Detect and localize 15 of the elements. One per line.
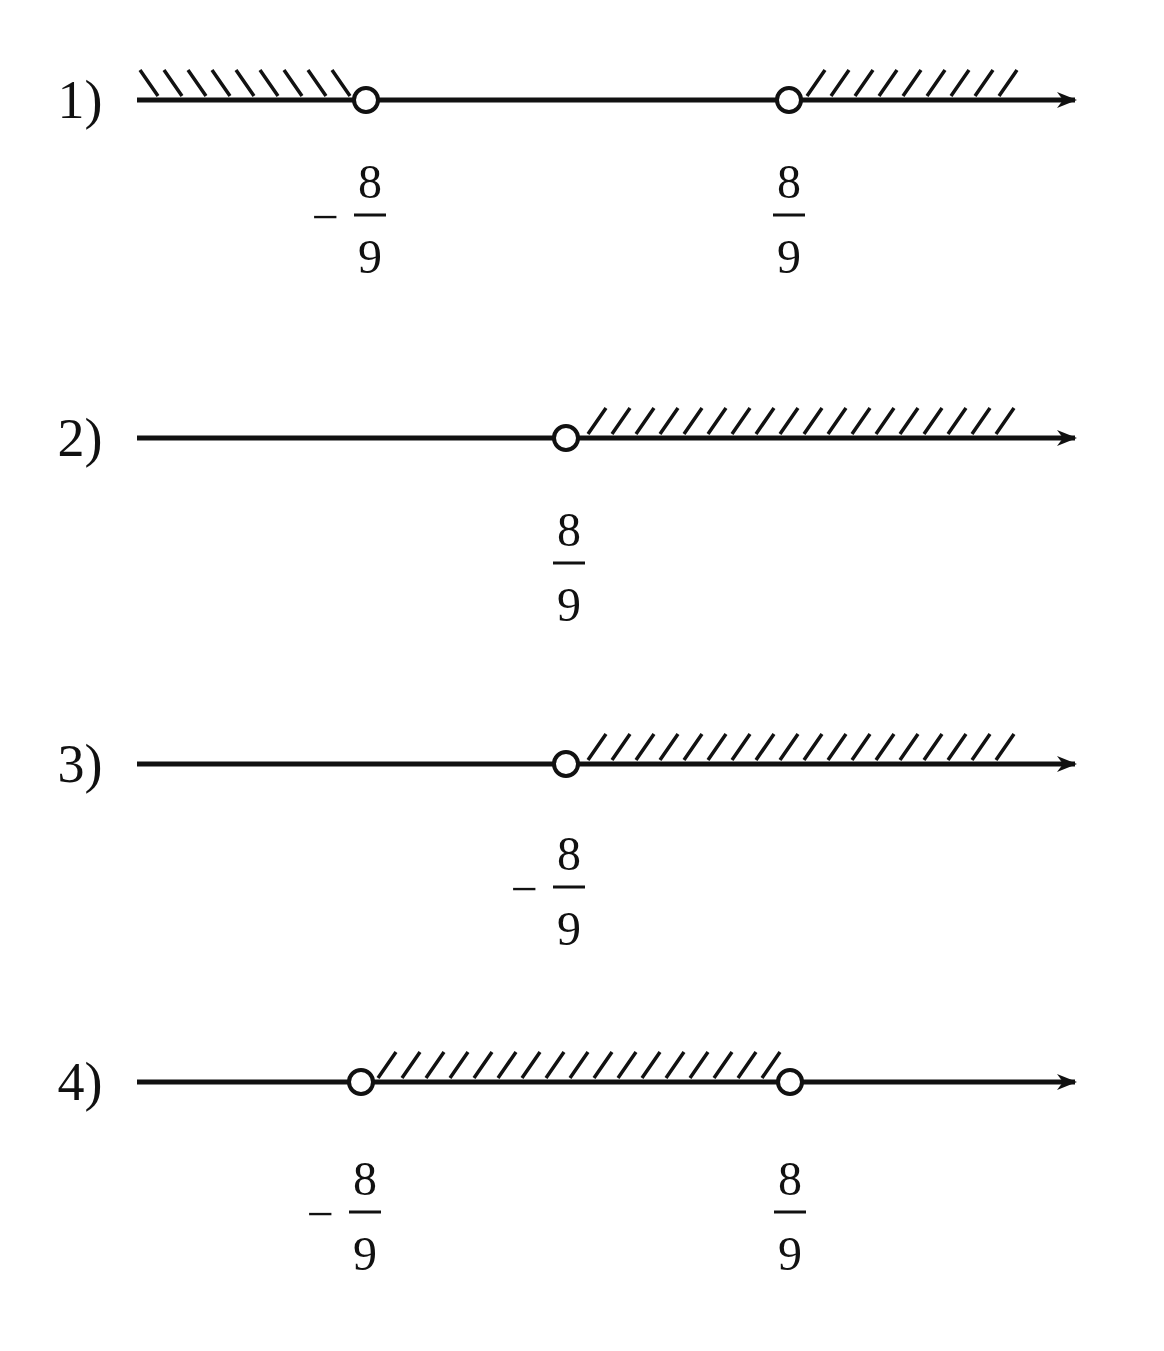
denominator: 9 [557,905,581,953]
numerator: 8 [358,158,382,206]
numerator: 8 [557,506,581,554]
denominator: 9 [777,233,801,281]
denominator: 9 [778,1230,802,1278]
numerator: 8 [557,830,581,878]
minus-sign: − [311,193,339,241]
minus-sign: − [306,1190,334,1238]
denominator: 9 [557,581,581,629]
numerator: 8 [777,158,801,206]
numerator: 8 [778,1155,802,1203]
denominator: 9 [358,233,382,281]
numerator: 8 [353,1155,377,1203]
minus-sign: − [510,865,538,913]
denominator: 9 [353,1230,377,1278]
